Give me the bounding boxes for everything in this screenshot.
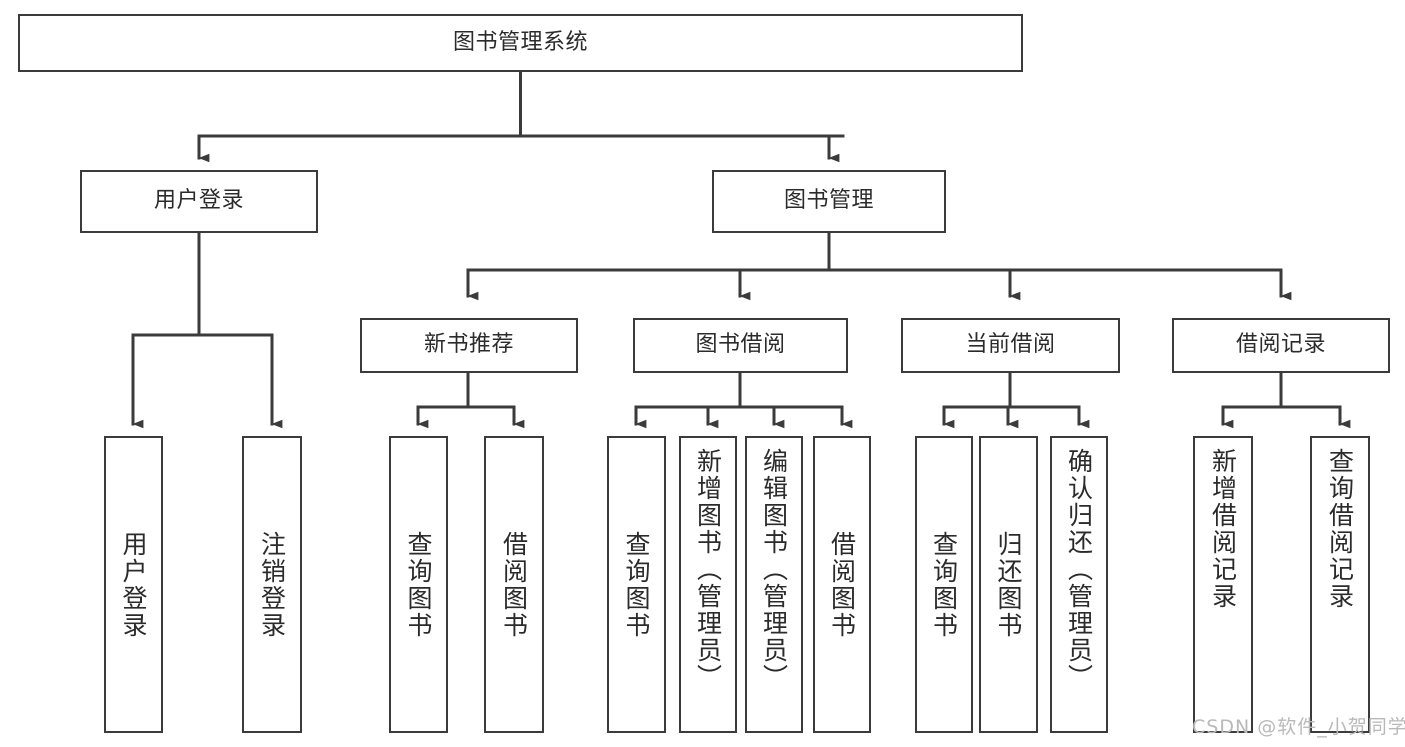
node-leaf-confirm-return[interactable]: 确认归还（管理员） — [1050, 436, 1108, 733]
node-leaf-user-login[interactable]: 用户登录 — [104, 436, 163, 733]
node-borrow-record-label: 借阅记录 — [1235, 332, 1326, 358]
node-book-manage[interactable]: 图书管理 — [712, 170, 946, 233]
node-user-login-label: 用户登录 — [153, 188, 244, 214]
node-user-login[interactable]: 用户登录 — [80, 170, 318, 233]
node-leaf-add-borrow-record[interactable]: 新增借阅记录 — [1193, 436, 1253, 733]
node-root-system[interactable]: 图书管理系统 — [18, 14, 1023, 72]
node-new-book-recommend-label: 新书推荐 — [423, 332, 514, 358]
node-leaf-add-book-label: 新增图书（管理员） — [693, 448, 723, 691]
node-book-manage-label: 图书管理 — [783, 188, 874, 214]
node-leaf-query-book-current-label: 查询图书 — [929, 530, 959, 639]
node-leaf-user-login-label: 用户登录 — [119, 530, 148, 639]
node-leaf-borrow-book-label: 借阅图书 — [827, 530, 857, 639]
node-leaf-query-book-current[interactable]: 查询图书 — [915, 436, 973, 733]
node-leaf-query-borrow-record[interactable]: 查询借阅记录 — [1310, 436, 1370, 733]
node-leaf-borrow-book-recommend[interactable]: 借阅图书 — [484, 436, 544, 733]
node-leaf-edit-book-label: 编辑图书（管理员） — [759, 448, 789, 691]
node-leaf-borrow-book[interactable]: 借阅图书 — [813, 436, 871, 733]
node-leaf-logout[interactable]: 注销登录 — [242, 436, 302, 733]
node-borrow-record[interactable]: 借阅记录 — [1172, 318, 1390, 373]
node-leaf-borrow-book-recommend-label: 借阅图书 — [499, 530, 529, 639]
node-leaf-query-borrow-record-label: 查询借阅记录 — [1325, 448, 1355, 610]
node-leaf-logout-label: 注销登录 — [257, 530, 287, 639]
node-leaf-add-borrow-record-label: 新增借阅记录 — [1208, 448, 1238, 610]
node-root-system-label: 图书管理系统 — [452, 29, 588, 55]
node-leaf-query-book-borrow[interactable]: 查询图书 — [607, 436, 666, 733]
node-leaf-query-book-recommend[interactable]: 查询图书 — [389, 436, 448, 733]
node-leaf-edit-book[interactable]: 编辑图书（管理员） — [745, 436, 803, 733]
node-book-borrow-label: 图书借阅 — [695, 332, 786, 358]
node-leaf-confirm-return-label: 确认归还（管理员） — [1064, 448, 1094, 691]
node-new-book-recommend[interactable]: 新书推荐 — [360, 318, 578, 373]
node-current-borrow[interactable]: 当前借阅 — [901, 318, 1120, 373]
node-leaf-query-book-borrow-label: 查询图书 — [622, 530, 651, 639]
node-leaf-query-book-recommend-label: 查询图书 — [404, 530, 433, 639]
node-leaf-return-book[interactable]: 归还图书 — [979, 436, 1038, 733]
node-book-borrow[interactable]: 图书借阅 — [633, 318, 848, 373]
node-current-borrow-label: 当前借阅 — [965, 332, 1056, 358]
node-leaf-return-book-label: 归还图书 — [994, 530, 1023, 639]
node-leaf-add-book[interactable]: 新增图书（管理员） — [679, 436, 737, 733]
